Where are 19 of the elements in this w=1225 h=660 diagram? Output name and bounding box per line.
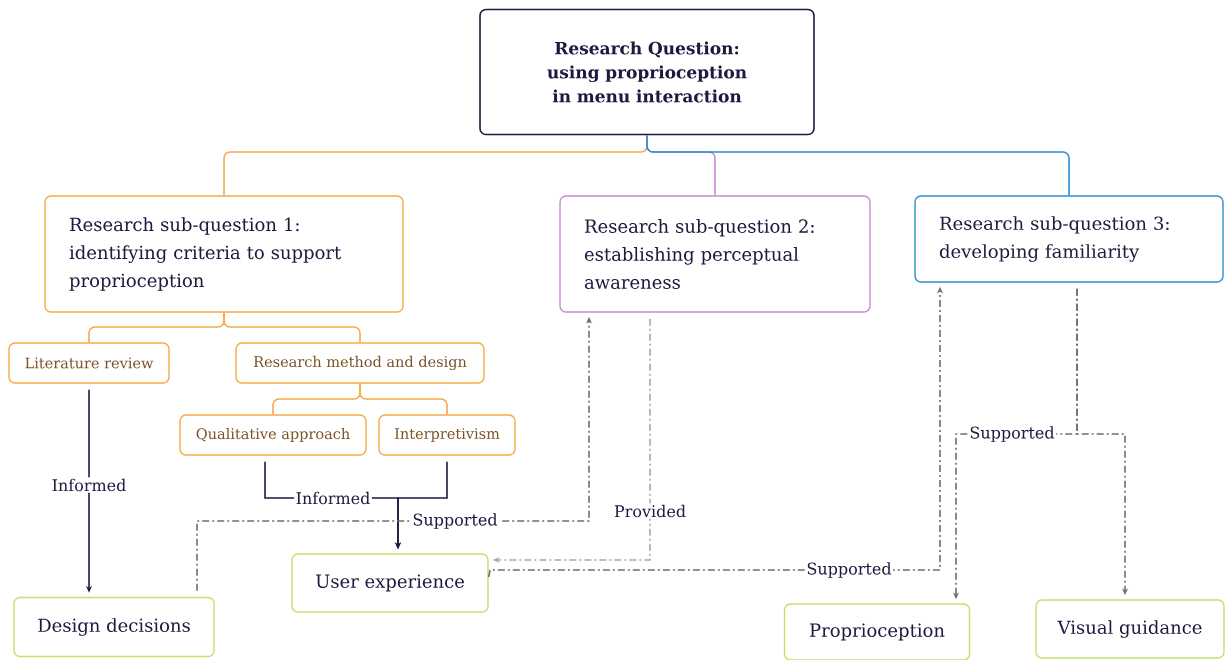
question-box: Research Question: using proprioception in menu interaction — [479, 8, 815, 136]
edge-label: Informed — [50, 477, 128, 493]
topic-box: Literature review — [8, 342, 170, 384]
topic-box: Qualitative approach — [179, 414, 367, 456]
outcome-box: Visual guidance — [1035, 599, 1225, 659]
sub-question-box: Research sub-question 1: identifying criteria to support proprioception — [44, 195, 404, 313]
topic-box: Research method and design — [235, 342, 485, 384]
edge-label: Informed — [294, 490, 372, 506]
outcome-box: Design decisions — [13, 596, 215, 658]
edge-label: Supported — [804, 560, 894, 580]
edge-label: Supported — [410, 511, 500, 531]
sub-question-box: Research sub-question 3: developing familiarity — [914, 195, 1224, 283]
connector-line — [646, 134, 1070, 197]
topic-box: Interpretivism — [378, 414, 516, 456]
sub-question-box: Research sub-question 2: establishing perceptual awareness — [559, 195, 871, 313]
outcome-box: Proprioception — [783, 603, 971, 660]
edge-label: Supported — [967, 424, 1057, 444]
edge-label: Provided — [612, 503, 688, 519]
outcome-box: User experience — [291, 553, 489, 613]
